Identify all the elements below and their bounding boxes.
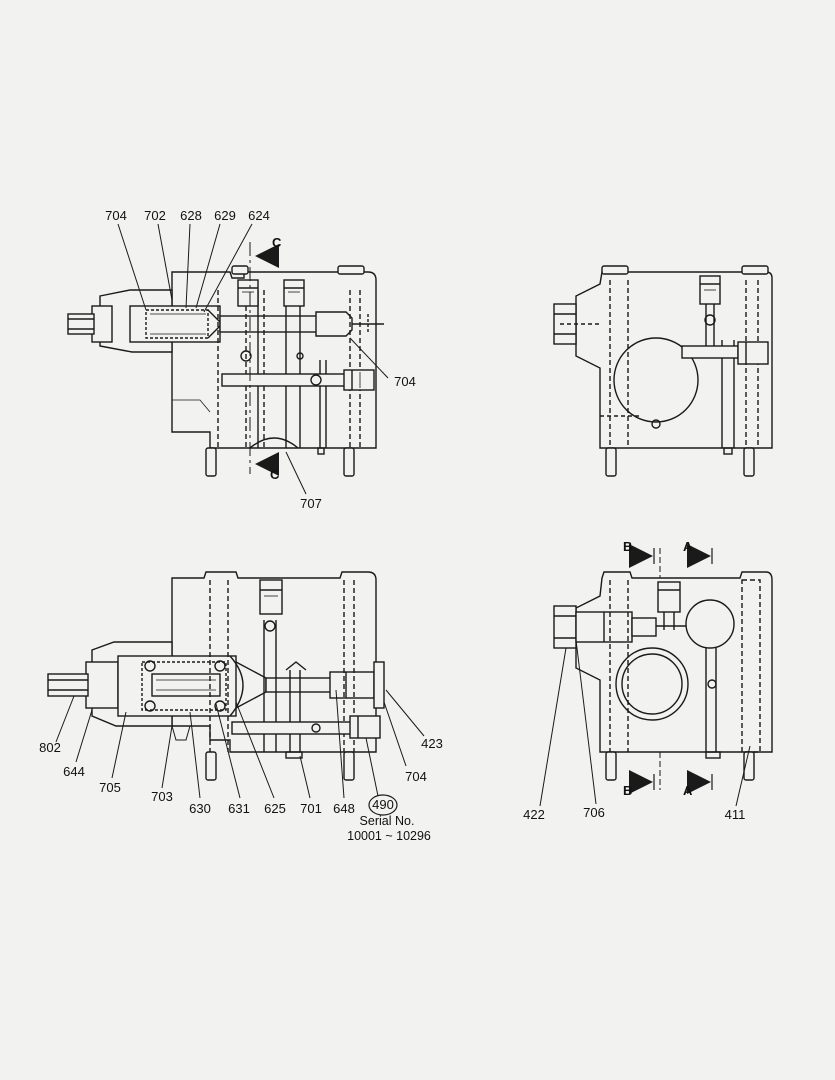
section-ticks-bottom-right (653, 548, 713, 790)
part-label: 631 (228, 801, 250, 816)
leaders-top-left (117, 223, 389, 495)
leaders-bottom-right (539, 639, 751, 807)
part-label: 706 (583, 805, 605, 820)
view-bottom-right (553, 548, 773, 790)
part-label: 625 (264, 801, 286, 816)
serial-range: 10001 ~ 10296 (347, 829, 431, 843)
part-label: 411 (724, 807, 746, 822)
part-label: 704 (405, 769, 427, 784)
part-label: 704 (394, 374, 416, 389)
part-label: 422 (523, 807, 545, 822)
section-mark: B (623, 783, 633, 798)
part-label: 703 (151, 789, 173, 804)
circled-label: 490 (372, 797, 394, 812)
serial-caption: Serial No. (359, 814, 415, 828)
leaders-bottom-left (55, 689, 425, 799)
part-label: 707 (300, 496, 322, 511)
part-label: 628 (180, 208, 202, 223)
part-label: 629 (214, 208, 236, 223)
circled-ref-490 (368, 794, 398, 816)
part-label: 701 (300, 801, 322, 816)
part-label: 704 (105, 208, 127, 223)
view-top-right (553, 265, 773, 477)
view-bottom-left (47, 571, 385, 781)
part-label: 648 (333, 801, 355, 816)
view-top-left (67, 242, 384, 477)
part-label: 423 (421, 736, 443, 751)
section-mark: C (272, 235, 282, 250)
section-mark: C (270, 467, 280, 482)
section-mark: B (623, 539, 633, 554)
part-label: 644 (63, 764, 85, 779)
part-label: 705 (99, 780, 121, 795)
section-mark: A (683, 783, 693, 798)
section-arrows-top-left (255, 244, 279, 476)
part-label: 802 (39, 740, 61, 755)
section-mark: A (683, 539, 693, 554)
part-label: 630 (189, 801, 211, 816)
section-arrows-bottom-right (629, 544, 711, 794)
part-label: 702 (144, 208, 166, 223)
part-label: 624 (248, 208, 270, 223)
